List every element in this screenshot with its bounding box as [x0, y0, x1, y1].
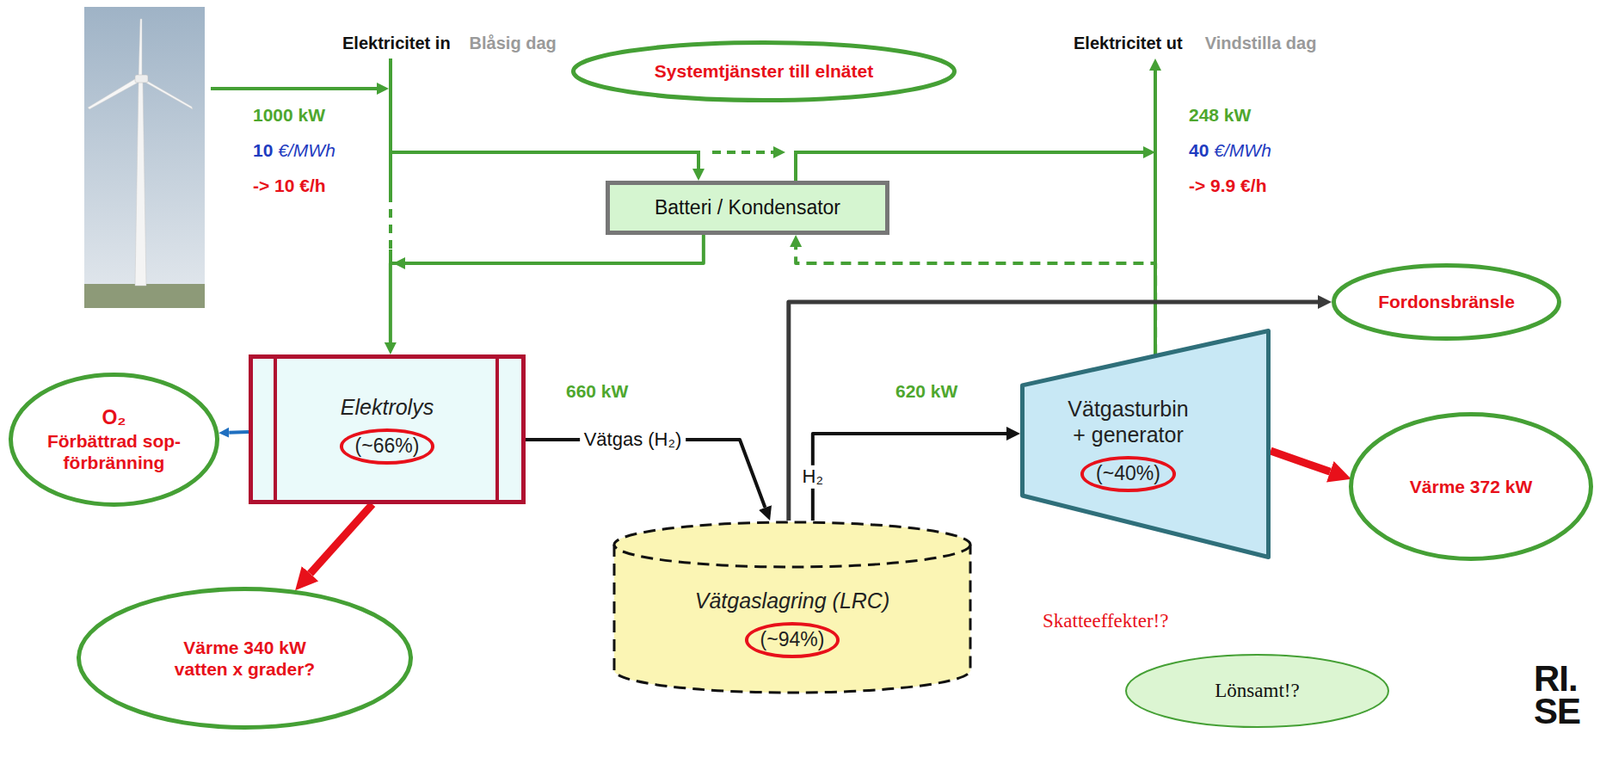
ground [84, 283, 205, 308]
node-content: O₂Förbättrad sop- förbränning [8, 372, 220, 507]
input-bus [388, 249, 393, 264]
price-value: 10 [252, 139, 273, 161]
power-wires [210, 58, 1156, 355]
node-text: Fordonsbränsle [1378, 290, 1515, 313]
node-text: Värme 340 kW vatten x grader? [167, 636, 323, 680]
battery-feed-wire [390, 152, 699, 169]
electrode-line [495, 356, 499, 503]
power-value: 660 kW [566, 380, 628, 402]
tower [135, 81, 147, 286]
price-unit: €/MWh [277, 139, 336, 161]
node-text: Lönsamt!? [1214, 678, 1299, 703]
flow-label: H₂ [798, 465, 828, 488]
node-content: Vätgaslagring (LRC) (~94%) [612, 520, 973, 695]
node-text: Värme 372 kW [1409, 475, 1533, 498]
efficiency-value: (~94%) [744, 621, 841, 659]
label-row: Elektricitet ut Vindstilla dag [1073, 32, 1317, 54]
bus-title: Elektricitet ut [1073, 32, 1183, 54]
node-text: Systemtjänster till elnätet [654, 60, 874, 82]
blade [141, 77, 193, 110]
turbine-trapezoid: Vätgasturbin + generator (~40%) [1020, 328, 1271, 560]
question-ellipse: Lönsamt!? [1125, 653, 1390, 728]
node-text: Elektrolys [340, 393, 434, 420]
flow-arrow [390, 234, 704, 343]
nacelle [135, 74, 148, 83]
ellipse-outline [573, 43, 955, 101]
electrolysis-box: Elektrolys (~66%) [248, 354, 526, 505]
node-text: O₂ [101, 406, 126, 431]
blade [138, 18, 142, 80]
flow-arrow [228, 430, 249, 435]
node-content: Systemtjänster till elnätet [571, 40, 957, 103]
sky [84, 6, 205, 308]
node-content: Batteri / Kondensator [605, 180, 890, 235]
ellipse-outline [79, 589, 412, 728]
bus-note: Vindstilla dag [1205, 32, 1317, 54]
ellipse-outline [1334, 265, 1560, 339]
box-outline [251, 356, 524, 503]
efficiency-value: (~40%) [1080, 455, 1176, 493]
electrode-line [273, 356, 277, 503]
power-value: 248 kW [1188, 104, 1251, 126]
node-content: Elektrolys (~66%) [248, 354, 526, 505]
shape-outline [76, 586, 413, 730]
note-text: Skatteeffekter!? [1042, 609, 1169, 634]
bus-note: Blåsig dag [469, 32, 557, 54]
battery-box: Batteri / Kondensator [605, 180, 890, 235]
wind-feed-wire [210, 86, 377, 91]
label-row: 10€/MWh [252, 139, 336, 161]
input-bus-dashed [388, 193, 393, 250]
flow-label: Vätgas (H₂) [579, 428, 687, 451]
node-text: Vätgaslagring (LRC) [695, 587, 891, 614]
bus-title: Elektricitet in [342, 32, 451, 54]
power-value: 1000 kW [252, 104, 326, 126]
ellipse-outline [11, 375, 218, 505]
flow-arrow [1270, 450, 1330, 472]
bypass-wire [712, 150, 774, 154]
heat-ellipse: Värme 340 kW vatten x grader? [76, 586, 413, 730]
turbine-outline [1022, 331, 1269, 558]
node-content: Lönsamt!? [1125, 653, 1390, 728]
logo-text: RI. SE [1533, 662, 1581, 728]
node-content: Värme 340 kW vatten x grader? [76, 586, 413, 730]
price-value: 40 [1188, 139, 1209, 161]
connector-group [228, 234, 1330, 574]
node-text: Vätgasturbin + generator [1067, 395, 1188, 448]
input-bus [388, 58, 393, 194]
cost-value: -> 9.9 €/h [1188, 174, 1267, 197]
node-text: Förbättrad sop- förbränning [45, 430, 184, 474]
oxygen-ellipse: O₂Förbättrad sop- förbränning [8, 372, 220, 507]
ellipse-outline [1126, 654, 1389, 727]
cylinder-top [614, 522, 971, 567]
label-row: 40€/MWh [1188, 139, 1272, 161]
flow-arrow [812, 433, 1007, 521]
wind-turbine-photo [84, 6, 205, 308]
battery-out-wire [795, 152, 1144, 181]
heat-ellipse: Värme 372 kW [1348, 412, 1594, 561]
storage-cylinder: Vätgaslagring (LRC) (~94%) [612, 520, 973, 695]
node-content: Värme 372 kW [1348, 412, 1594, 561]
price-unit: €/MWh [1213, 139, 1272, 161]
cost-value: -> 10 €/h [252, 174, 327, 197]
node-text: Batteri / Kondensator [654, 196, 841, 221]
label-row: Elektricitet in Blåsig dag [342, 32, 557, 54]
box-outline [608, 183, 888, 234]
flow-arrow [310, 504, 373, 574]
blade [87, 77, 140, 110]
power-value: 620 kW [895, 380, 958, 402]
service-ellipse: Systemtjänster till elnätet [571, 40, 957, 103]
ellipse-outline [1351, 414, 1592, 560]
efficiency-value: (~66%) [339, 428, 436, 465]
fuel-ellipse: Fordonsbränsle [1331, 263, 1562, 341]
node-content: Vätgasturbin + generator (~40%) [1020, 328, 1271, 560]
node-content: Fordonsbränsle [1331, 263, 1562, 341]
